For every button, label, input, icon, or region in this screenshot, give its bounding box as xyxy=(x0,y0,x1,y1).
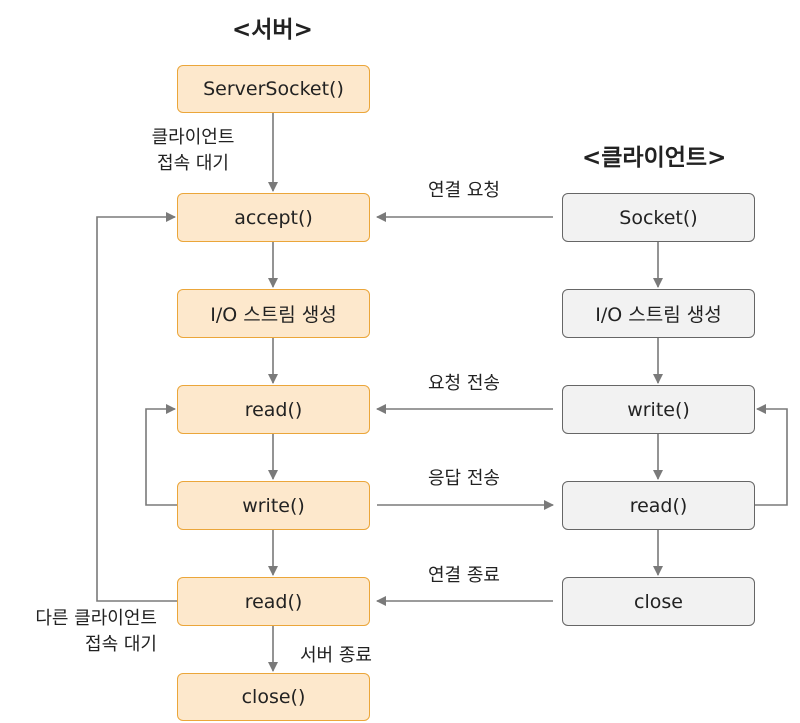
socket-node: Socket() xyxy=(562,193,755,242)
loop-read-write-server xyxy=(145,404,178,506)
wait-client-label-line1: 클라이언트 xyxy=(151,127,235,148)
wait-client-label: 클라이언트 접속 대기 xyxy=(128,125,258,177)
server-title: <서버> xyxy=(232,17,313,43)
other-client-label-line1: 다른 클라이언트 xyxy=(35,608,157,629)
client-title: <클라이언트> xyxy=(582,145,727,171)
server-close-label: 서버 종료 xyxy=(300,645,372,666)
server-stream-node: I/O 스트림 생성 xyxy=(177,289,370,338)
other-client-label-line2: 접속 대기 xyxy=(85,634,157,655)
wait-client-label-line2: 접속 대기 xyxy=(157,153,229,174)
server-close-node: close() xyxy=(177,673,370,721)
client-read-node: read() xyxy=(562,481,755,530)
connection-close-label: 연결 종료 xyxy=(428,565,500,586)
other-client-label: 다른 클라이언트 접속 대기 xyxy=(0,606,157,658)
client-close-node: close xyxy=(562,577,755,626)
loop-read2-to-accept xyxy=(96,212,178,602)
client-stream-node: I/O 스트림 생성 xyxy=(562,289,755,338)
client-write-node: write() xyxy=(562,385,755,434)
connect-request-label: 연결 요청 xyxy=(428,180,500,201)
send-request-label: 요청 전송 xyxy=(428,373,500,394)
server-read-node: read() xyxy=(177,385,370,434)
loop-read-write-client xyxy=(754,404,788,506)
accept-node: accept() xyxy=(177,193,370,242)
server-socket-node: ServerSocket() xyxy=(177,65,370,113)
send-response-label: 응답 전송 xyxy=(428,468,500,489)
server-write-node: write() xyxy=(177,481,370,530)
server-read2-node: read() xyxy=(177,577,370,626)
